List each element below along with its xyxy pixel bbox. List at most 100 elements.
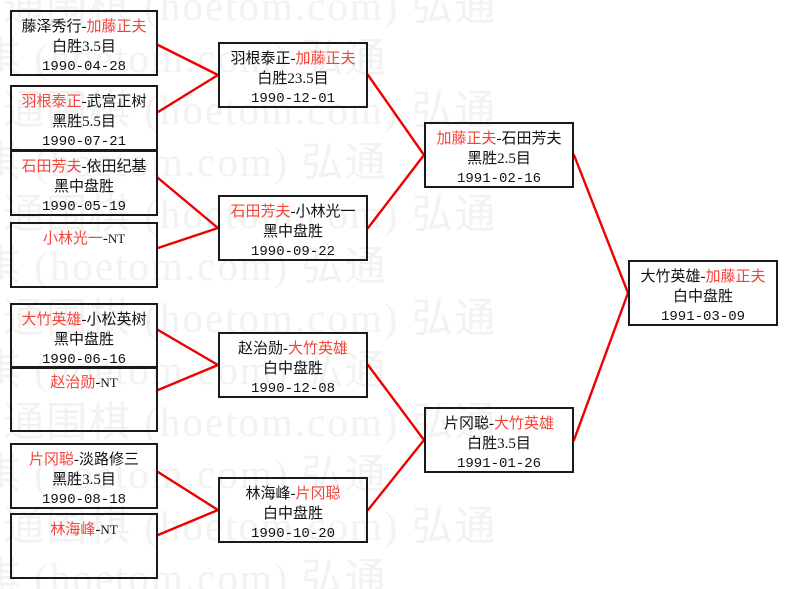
player-left: 羽根泰正 — [230, 51, 291, 67]
match-players: 片冈聪-淡路修三 — [12, 450, 156, 470]
match-players: 林海峰-片冈聪 — [220, 484, 366, 504]
match-players: 石田芳夫-小林光一 — [220, 202, 366, 222]
match-date: 1990-09-22 — [250, 244, 335, 260]
match-players: 林海峰-NT — [12, 520, 156, 540]
player-right: 大竹英雄 — [288, 341, 349, 357]
match-players: 赵治勋-大竹英雄 — [220, 339, 366, 359]
link-r1m4-r2m2 — [156, 226, 220, 250]
player-left: 藤泽秀行 — [21, 19, 82, 35]
match-players: 片冈聪-大竹英雄 — [426, 414, 572, 434]
match-box-r1m8[interactable]: 林海峰-NT — [10, 513, 158, 579]
player-right: NT — [100, 375, 118, 390]
match-date: 1990-12-01 — [250, 91, 335, 107]
link-r1m8-r2m4 — [156, 508, 220, 537]
link-r2m1-sf1 — [366, 73, 426, 157]
player-separator: - — [290, 51, 296, 67]
match-box-r1m6[interactable]: 赵治勋-NT — [10, 366, 158, 432]
link-r1m6-r2m3 — [156, 363, 220, 392]
link-r1m2-r2m1 — [156, 73, 220, 114]
match-date: 1991-02-16 — [456, 171, 541, 187]
player-separator: - — [102, 231, 108, 247]
player-right: 依田纪基 — [86, 159, 147, 175]
match-box-sf2[interactable]: 片冈聪-大竹英雄 白胜3.5目 1991-01-26 — [424, 407, 574, 473]
player-left: 赵治勋 — [50, 375, 96, 391]
match-box-r2m1[interactable]: 羽根泰正-加藤正夫 白胜23.5目 1990-12-01 — [218, 42, 368, 108]
player-left: 羽根泰正 — [21, 94, 82, 110]
match-players: 赵治勋-NT — [12, 373, 156, 393]
match-box-r1m4[interactable]: 小林光一-NT — [10, 222, 158, 288]
player-right: 小林光一 — [295, 204, 356, 220]
match-date: 1990-12-08 — [250, 381, 335, 397]
match-players: 石田芳夫-依田纪基 — [12, 157, 156, 177]
player-left: 大竹英雄 — [21, 312, 82, 328]
player-right: 片冈聪 — [295, 486, 341, 502]
player-separator: - — [74, 452, 79, 468]
player-separator: - — [700, 269, 706, 285]
link-r2m3-sf2 — [366, 363, 426, 442]
match-date: 1990-06-16 — [41, 352, 126, 368]
match-result: 白胜23.5目 — [257, 71, 329, 87]
player-right: 加藤正夫 — [86, 19, 147, 35]
link-r1m3-r2m2 — [156, 176, 220, 230]
link-r1m7-r2m4 — [156, 470, 220, 512]
player-right: 加藤正夫 — [705, 269, 766, 285]
player-separator: - — [283, 341, 288, 357]
match-box-r1m5[interactable]: 大竹英雄-小松英树 黑中盘胜 1990-06-16 — [10, 303, 158, 369]
player-left: 大竹英雄 — [640, 269, 701, 285]
match-result: 白胜3.5目 — [52, 39, 116, 55]
link-sf1-final — [572, 153, 630, 295]
match-box-r2m3[interactable]: 赵治勋-大竹英雄 白中盘胜 1990-12-08 — [218, 332, 368, 398]
player-left: 片冈聪 — [443, 416, 489, 432]
match-players: 羽根泰正-加藤正夫 — [220, 49, 366, 69]
match-box-r2m2[interactable]: 石田芳夫-小林光一 黑中盘胜 1990-09-22 — [218, 195, 368, 261]
player-separator: - — [81, 159, 87, 175]
match-result: 黑胜2.5目 — [467, 151, 531, 167]
match-box-r1m7[interactable]: 片冈聪-淡路修三 黑胜3.5目 1990-08-18 — [10, 443, 158, 509]
match-box-r1m2[interactable]: 羽根泰正-武宫正树 黑胜5.5目 1990-07-21 — [10, 85, 158, 151]
match-date: 1990-10-20 — [250, 526, 335, 542]
match-result: 黑中盘胜 — [262, 224, 323, 240]
player-left: 小林光一 — [42, 231, 103, 247]
player-right: 加藤正夫 — [295, 51, 356, 67]
match-players: 大竹英雄-加藤正夫 — [630, 267, 776, 287]
player-right: 石田芳夫 — [501, 131, 562, 147]
player-right: 淡路修三 — [79, 452, 140, 468]
player-right: NT — [100, 522, 118, 537]
match-box-final[interactable]: 大竹英雄-加藤正夫 白中盘胜 1991-03-09 — [628, 260, 778, 326]
match-date: 1991-01-26 — [456, 456, 541, 472]
player-right: 大竹英雄 — [494, 416, 555, 432]
match-result: 白中盘胜 — [672, 289, 733, 305]
match-box-sf1[interactable]: 加藤正夫-石田芳夫 黑胜2.5目 1991-02-16 — [424, 122, 574, 188]
match-players: 小林光一-NT — [12, 229, 156, 249]
match-date: 1990-07-21 — [41, 134, 126, 150]
match-players: 大竹英雄-小松英树 — [12, 310, 156, 330]
player-separator: - — [95, 375, 101, 391]
match-date: 1991-03-09 — [660, 309, 745, 325]
match-players: 藤泽秀行-加藤正夫 — [12, 17, 156, 37]
match-result: 白中盘胜 — [262, 361, 323, 377]
match-players: 加藤正夫-石田芳夫 — [426, 129, 572, 149]
player-separator: - — [489, 416, 494, 432]
match-result: 黑胜3.5目 — [52, 472, 116, 488]
match-box-r1m1[interactable]: 藤泽秀行-加藤正夫 白胜3.5目 1990-04-28 — [10, 10, 158, 76]
player-separator: - — [81, 94, 87, 110]
match-box-r1m3[interactable]: 石田芳夫-依田纪基 黑中盘胜 1990-05-19 — [10, 150, 158, 216]
link-r2m2-sf1 — [366, 153, 426, 230]
link-r1m5-r2m3 — [156, 328, 220, 367]
match-box-r2m4[interactable]: 林海峰-片冈聪 白中盘胜 1990-10-20 — [218, 477, 368, 543]
match-date: 1990-05-19 — [41, 199, 126, 215]
player-right: 武宫正树 — [86, 94, 147, 110]
player-left: 片冈聪 — [28, 452, 74, 468]
player-separator: - — [290, 486, 296, 502]
player-left: 石田芳夫 — [21, 159, 82, 175]
match-result: 黑中盘胜 — [53, 332, 114, 348]
player-separator: - — [290, 204, 296, 220]
link-sf2-final — [572, 291, 630, 442]
match-players: 羽根泰正-武宫正树 — [12, 92, 156, 112]
match-result: 黑胜5.5目 — [52, 114, 116, 130]
player-separator: - — [81, 19, 87, 35]
link-r1m1-r2m1 — [156, 43, 220, 77]
link-r2m4-sf2 — [366, 438, 426, 512]
match-date: 1990-04-28 — [41, 59, 126, 75]
player-left: 加藤正夫 — [436, 131, 497, 147]
